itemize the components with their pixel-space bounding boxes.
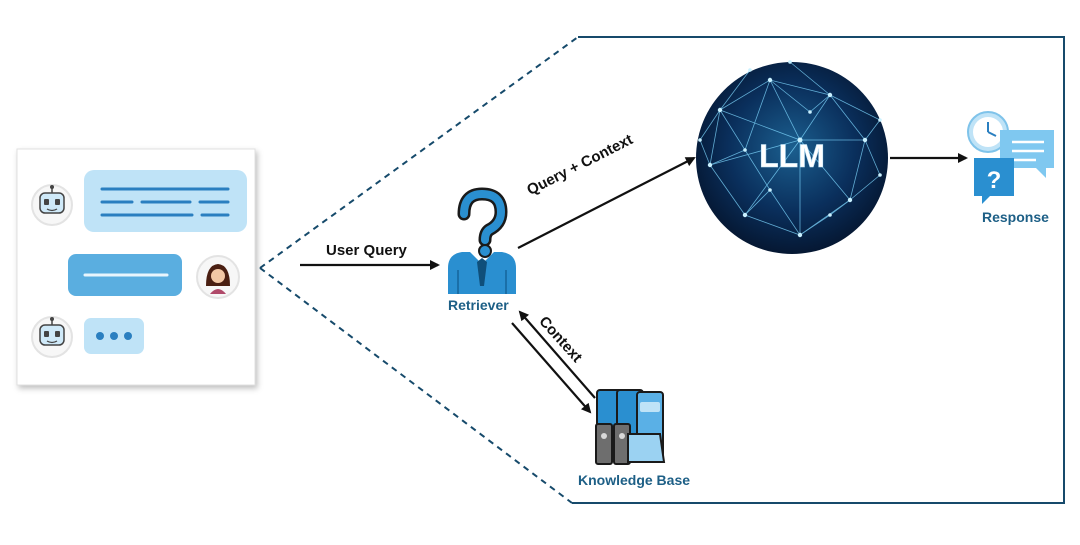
svg-text:?: ?: [987, 167, 1002, 194]
user-avatar-icon: [196, 255, 240, 299]
knowledge-base-label: Knowledge Base: [578, 472, 691, 488]
arrows: [300, 153, 968, 414]
arrow-retriever-to-kb: [511, 322, 592, 414]
response-label: Response: [982, 209, 1049, 225]
retriever-label: Retriever: [448, 297, 509, 313]
llm-label: LLM: [759, 138, 825, 174]
arrow-context-to-retriever: [518, 310, 596, 399]
chat-bubbles-question-icon: ?: [967, 111, 1054, 204]
chat-panel: [16, 148, 256, 386]
question-person-icon: [448, 187, 516, 294]
robot-icon: [31, 316, 73, 358]
user-query-label: User Query: [326, 242, 407, 259]
typing-dots-icon: [84, 318, 144, 354]
arrow-query-context: [517, 157, 696, 249]
user-message-bubble: [68, 254, 182, 296]
binders-icon: [595, 389, 666, 465]
bot-message-bubble: [84, 170, 247, 232]
robot-icon: [31, 184, 73, 226]
neural-network-sphere-icon: LLM: [696, 60, 888, 254]
frame-outline: [259, 36, 1065, 504]
